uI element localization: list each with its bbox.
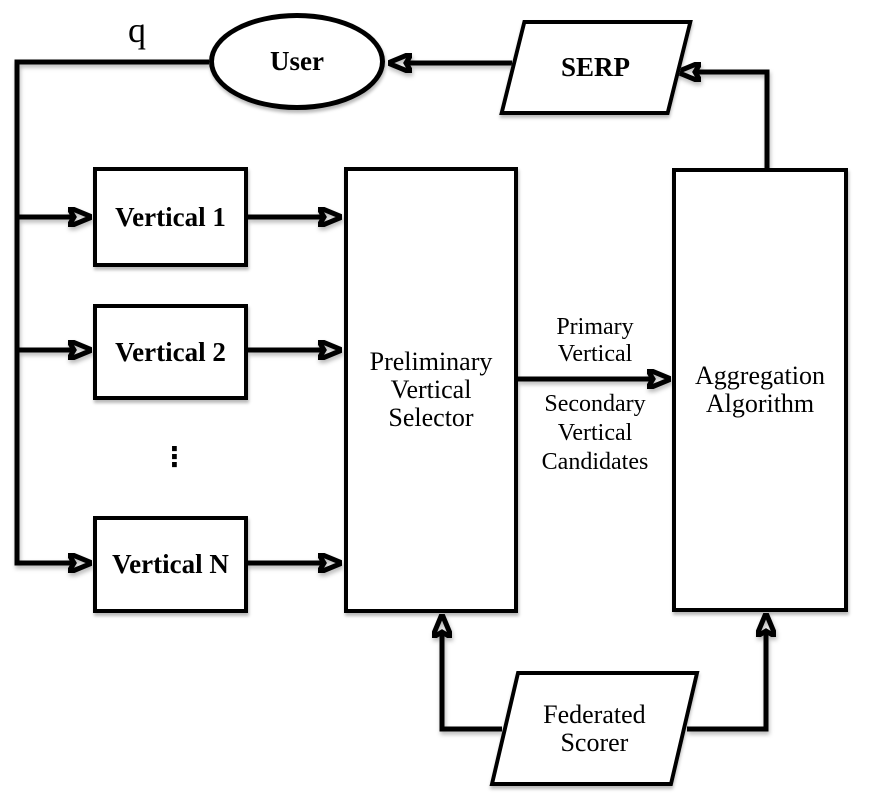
- node-federated-scorer: Federated Scorer: [489, 671, 700, 786]
- node-serp-label: SERP: [561, 52, 631, 82]
- node-vertical-2: Vertical 2: [93, 304, 248, 400]
- node-vertical-n: Vertical N: [93, 516, 248, 613]
- query-label: q: [128, 10, 146, 50]
- node-vertical-n-label: Vertical N: [112, 549, 229, 579]
- edge-aggregation-to-serp: [695, 72, 770, 170]
- node-vertical-1-label: Vertical 1: [115, 201, 226, 232]
- node-aggregation-algorithm-label: Aggregation Algorithm: [695, 361, 825, 418]
- node-preliminary-vertical-selector: Preliminary Vertical Selector: [344, 167, 518, 613]
- node-user-label: User: [270, 46, 324, 76]
- node-user: User: [209, 13, 385, 110]
- edge-scorer-to-aggregation: [687, 631, 766, 732]
- edge-label-secondary-vertical-candidates: Secondary Vertical Candidates: [541, 391, 649, 475]
- vertical-ellipsis: ⋮: [161, 442, 188, 473]
- node-aggregation-algorithm: Aggregation Algorithm: [672, 168, 848, 612]
- edge-scorer-to-selector: [442, 632, 502, 732]
- edge-user-to-vertical-n: [14, 59, 209, 563]
- node-preliminary-vertical-selector-label: Preliminary Vertical Selector: [369, 347, 493, 432]
- node-vertical-1: Vertical 1: [93, 167, 248, 267]
- edge-label-primary-vertical: Primary Vertical: [556, 314, 634, 367]
- node-vertical-2-label: Vertical 2: [115, 336, 226, 367]
- node-serp: SERP: [499, 20, 693, 115]
- node-federated-scorer-label: Federated Scorer: [543, 699, 646, 757]
